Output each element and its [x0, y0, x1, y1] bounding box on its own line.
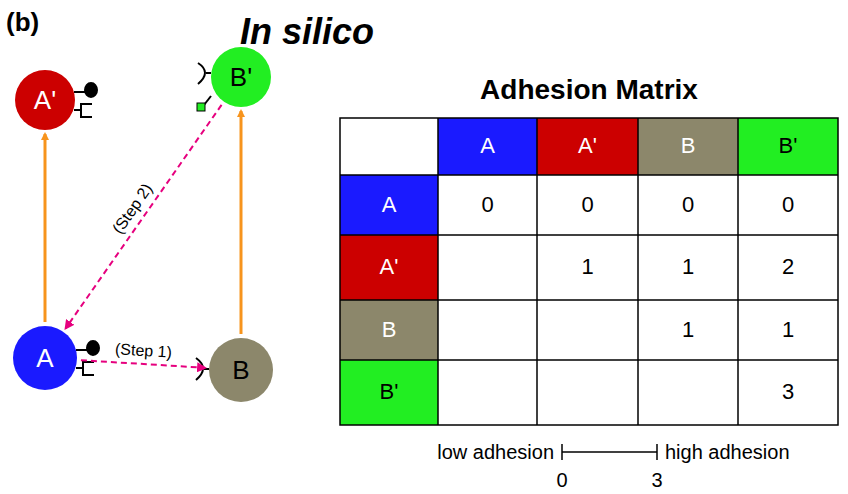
- scale-label: 3: [651, 469, 662, 491]
- cell-circle: B': [211, 47, 271, 107]
- cell-circle: A: [13, 326, 77, 390]
- matrix-cell: 1: [682, 318, 694, 342]
- scale-label: high adhesion: [665, 441, 790, 463]
- matrix-cell: 0: [581, 193, 593, 217]
- step-label: (Step 1): [113, 340, 175, 361]
- matrix-cell: A': [380, 255, 399, 279]
- cell-name: B': [230, 62, 252, 93]
- matrix-cell: B: [382, 318, 397, 342]
- matrix-cell: 1: [581, 255, 593, 279]
- binding-step-arrow: [81, 360, 205, 368]
- scale-label: 0: [556, 469, 567, 491]
- matrix-cell: A: [480, 134, 495, 158]
- matrix-cell: 0: [782, 193, 794, 217]
- cell-name: A: [36, 343, 53, 374]
- matrix-cell: 1: [782, 318, 794, 342]
- matrix-cell: B': [380, 380, 399, 404]
- matrix-cell: A: [382, 193, 397, 217]
- matrix-cell: B: [681, 134, 696, 158]
- transition-arrow: [44, 134, 47, 322]
- cell-name: B: [232, 355, 249, 386]
- matrix-cell: 0: [682, 193, 694, 217]
- scale-label: low adhesion: [437, 441, 554, 463]
- cell-circle: A': [15, 70, 75, 130]
- cell-name: A': [34, 85, 56, 116]
- matrix-cell: 0: [481, 193, 493, 217]
- binding-step-arrow: [66, 105, 222, 329]
- panel-label: (b): [6, 8, 39, 37]
- matrix-cell: 3: [782, 380, 794, 404]
- figure-title: In silico: [240, 12, 374, 52]
- cell-circle: B: [209, 338, 273, 402]
- matrix-cell: 2: [782, 255, 794, 279]
- panel-label: Adhesion Matrix: [480, 75, 698, 106]
- matrix-cell: B': [779, 134, 798, 158]
- matrix-cell: 1: [682, 255, 694, 279]
- matrix-cell: A': [578, 134, 597, 158]
- transition-arrow: [240, 111, 243, 334]
